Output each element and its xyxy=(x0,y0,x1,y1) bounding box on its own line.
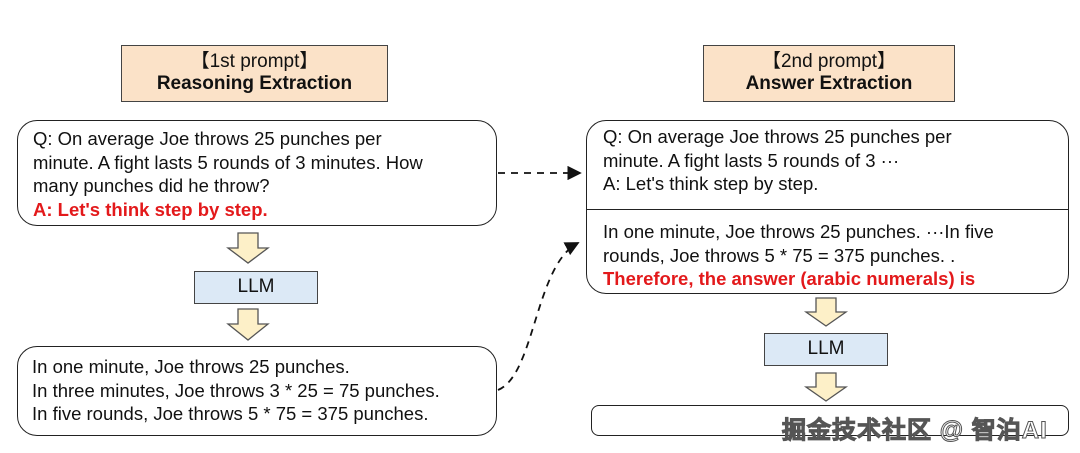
watermark: 掘金技术社区 @ 智泊AI xyxy=(782,417,1048,445)
prompt-line: A: Let's think step by step. xyxy=(603,173,819,194)
down-arrow-icon xyxy=(803,372,849,402)
llm-box: LLM xyxy=(194,271,318,304)
title-top: 【2nd prompt】 xyxy=(761,51,897,72)
prompt-line: Q: On average Joe throws 25 punches per xyxy=(603,126,952,147)
title-bottom: Reasoning Extraction xyxy=(156,73,353,94)
reasoning-extraction-title: 【1st prompt】Reasoning Extraction xyxy=(121,45,388,102)
output-line: In one minute, Joe throws 25 punches. xyxy=(32,356,350,377)
answer-extraction-title: 【2nd prompt】Answer Extraction xyxy=(703,45,955,102)
reasoning-line: In one minute, Joe throws 25 punches. ··… xyxy=(603,221,994,242)
reasoning-section: In one minute, Joe throws 25 punches. ··… xyxy=(587,210,1068,291)
prompt-section: Q: On average Joe throws 25 punches per … xyxy=(587,121,1068,210)
output-line: In five rounds, Joe throws 5 * 75 = 375 … xyxy=(32,403,429,424)
trigger-text: A: Let's think step by step. xyxy=(33,198,268,220)
answer-trigger-text: Therefore, the answer (arabic numerals) … xyxy=(603,268,976,289)
llm-box-2: LLM xyxy=(764,333,888,366)
question-line: many punches did he throw? xyxy=(33,175,270,196)
prompt-line: minute. A fight lasts 5 rounds of 3 ··· xyxy=(603,149,900,171)
first-prompt-box: Q: On average Joe throws 25 punches per … xyxy=(17,120,497,226)
reasoning-line: rounds, Joe throws 5 * 75 = 375 punches.… xyxy=(603,244,956,266)
down-arrow-icon xyxy=(226,308,270,341)
answer-box xyxy=(591,405,1069,436)
output-line: In three minutes, Joe throws 3 * 25 = 75… xyxy=(32,379,440,401)
reasoning-output-box: In one minute, Joe throws 25 punches. In… xyxy=(17,346,497,436)
title-top: 【1st prompt】 xyxy=(190,51,319,72)
question-line: Q: On average Joe throws 25 punches per xyxy=(33,128,382,149)
dashed-curve-arrow xyxy=(497,242,580,391)
down-arrow-icon xyxy=(803,297,849,327)
second-prompt-box: Q: On average Joe throws 25 punches per … xyxy=(586,120,1069,294)
question-line: minute. A fight lasts 5 rounds of 3 minu… xyxy=(33,151,423,173)
down-arrow-icon xyxy=(226,232,270,264)
title-bottom: Answer Extraction xyxy=(745,73,913,94)
